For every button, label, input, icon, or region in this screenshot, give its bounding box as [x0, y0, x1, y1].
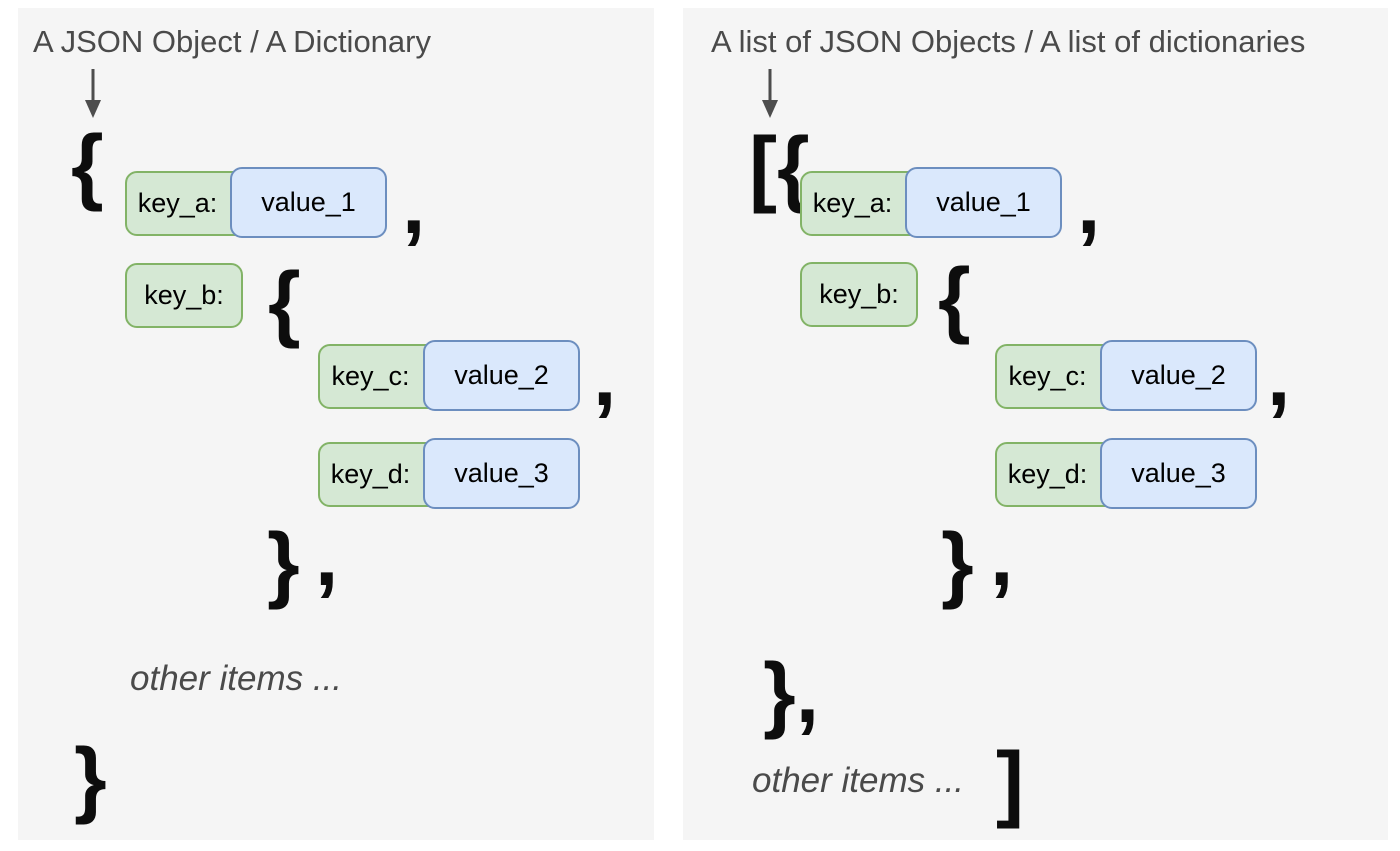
- comma: ,: [1267, 329, 1291, 423]
- comma: ,: [402, 157, 426, 251]
- value-box: value_3: [423, 438, 580, 509]
- comma: ,: [315, 509, 339, 603]
- value-label: value_3: [1131, 458, 1226, 488]
- nested-close-brace: }: [941, 516, 974, 610]
- key-value-pair-a: key_a: value_1: [800, 167, 1062, 238]
- nested-open-brace: {: [938, 251, 971, 345]
- close-brace: }: [74, 731, 107, 825]
- comma: ,: [1077, 157, 1101, 251]
- value-label: value_3: [454, 458, 549, 488]
- key-label: key_a:: [812, 188, 893, 218]
- comma: ,: [990, 509, 1014, 603]
- value-box: value_2: [423, 340, 580, 411]
- value-box: value_1: [905, 167, 1062, 238]
- key-label: key_b:: [819, 279, 899, 309]
- key-label: key_c:: [1008, 361, 1087, 391]
- value-label: value_2: [454, 360, 549, 390]
- other-items-label: other items ...: [130, 659, 343, 698]
- key-label: key_b:: [144, 280, 224, 310]
- key-label: key_d:: [1007, 459, 1088, 489]
- value-label: value_2: [1131, 360, 1226, 390]
- value-label: value_1: [261, 187, 356, 217]
- object-close-brace-comma: },: [763, 646, 820, 740]
- down-arrow-icon: [85, 69, 101, 118]
- value-box: value_2: [1100, 340, 1257, 411]
- key-box-b: key_b:: [125, 263, 243, 328]
- other-items-label: other items ...: [752, 761, 965, 800]
- key-label: key_d:: [330, 459, 411, 489]
- nested-open-brace: {: [268, 255, 301, 349]
- json-object-panel: A JSON Object / A Dictionary { key_a: va…: [18, 8, 654, 840]
- open-bracket-brace: [{: [749, 120, 810, 214]
- down-arrow-icon: [762, 69, 778, 118]
- value-box: value_1: [230, 167, 387, 238]
- key-value-pair-c: key_c: value_2: [318, 340, 580, 411]
- key-value-pair-c: key_c: value_2: [995, 340, 1257, 411]
- value-label: value_1: [936, 187, 1031, 217]
- comma: ,: [593, 329, 617, 423]
- nested-close-brace: }: [267, 516, 300, 610]
- key-label: key_c:: [331, 361, 410, 391]
- key-value-pair-d: key_d: value_3: [995, 438, 1257, 509]
- panel-title: A list of JSON Objects / A list of dicti…: [711, 24, 1306, 59]
- panel-title: A JSON Object / A Dictionary: [33, 24, 431, 59]
- open-brace: {: [71, 118, 104, 212]
- list-close-bracket: ]: [996, 735, 1024, 829]
- key-value-pair-a: key_a: value_1: [125, 167, 387, 238]
- value-box: value_3: [1100, 438, 1257, 509]
- key-value-pair-d: key_d: value_3: [318, 438, 580, 509]
- key-box-b: key_b:: [800, 262, 918, 327]
- json-list-panel: A list of JSON Objects / A list of dicti…: [683, 8, 1388, 840]
- key-label: key_a:: [137, 188, 218, 218]
